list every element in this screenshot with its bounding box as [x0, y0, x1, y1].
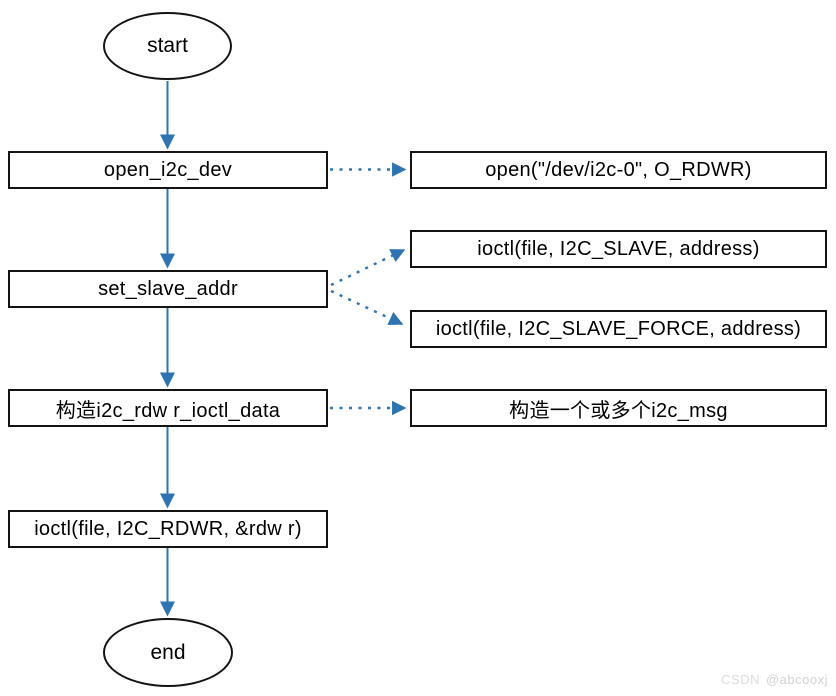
flow-node-end: end [103, 618, 233, 687]
flow-node-open-i2c-dev: open_i2c_dev [8, 151, 328, 189]
watermark-user: @abcooxj [765, 672, 828, 687]
flow-node-ioctl-i2c-slave-label: ioctl(file, I2C_SLAVE, address) [477, 237, 760, 260]
flow-node-start-label: start [147, 34, 188, 57]
flow-node-start: start [103, 12, 232, 80]
flow-node-open-i2c-dev-label: open_i2c_dev [103, 158, 233, 181]
flow-node-end-label: end [150, 640, 186, 664]
flow-node-build-i2c-rdwr-ioctl-data-label: 构造i2c_rdw r_ioctl_data [55, 399, 281, 422]
flow-node-open-call: open("/dev/i2c-0", O_RDWR) [410, 151, 827, 189]
flow-node-set-slave-addr-label: set_slave_addr [98, 277, 238, 300]
flow-node-build-i2c-rdwr-ioctl-data: 构造i2c_rdw r_ioctl_data [8, 389, 328, 427]
flow-node-set-slave-addr: set_slave_addr [8, 270, 328, 308]
flow-node-ioctl-i2c-slave-force-label: ioctl(file, I2C_SLAVE_FORCE, address) [435, 317, 802, 340]
flow-node-build-i2c-msg: 构造一个或多个i2c_msg [410, 389, 827, 427]
flow-node-ioctl-i2c-rdwr-label: ioctl(file, I2C_RDWR, &rdw r) [34, 517, 302, 540]
flow-node-ioctl-i2c-slave-force: ioctl(file, I2C_SLAVE_FORCE, address) [410, 310, 827, 348]
flow-node-ioctl-i2c-slave: ioctl(file, I2C_SLAVE, address) [410, 230, 827, 268]
flow-node-ioctl-i2c-rdwr: ioctl(file, I2C_RDWR, &rdw r) [8, 510, 328, 548]
watermark-brand: CSDN [721, 672, 760, 687]
watermark: CSDN @abcooxj [721, 672, 828, 687]
edge-set-slave-addr-to-ioctl-slave [330, 248, 406, 287]
edge-set-slave-addr-to-ioctl-slave-force [330, 289, 404, 326]
flow-node-open-call-label: open("/dev/i2c-0", O_RDWR) [485, 158, 752, 181]
flow-node-build-i2c-msg-label: 构造一个或多个i2c_msg [509, 399, 728, 422]
